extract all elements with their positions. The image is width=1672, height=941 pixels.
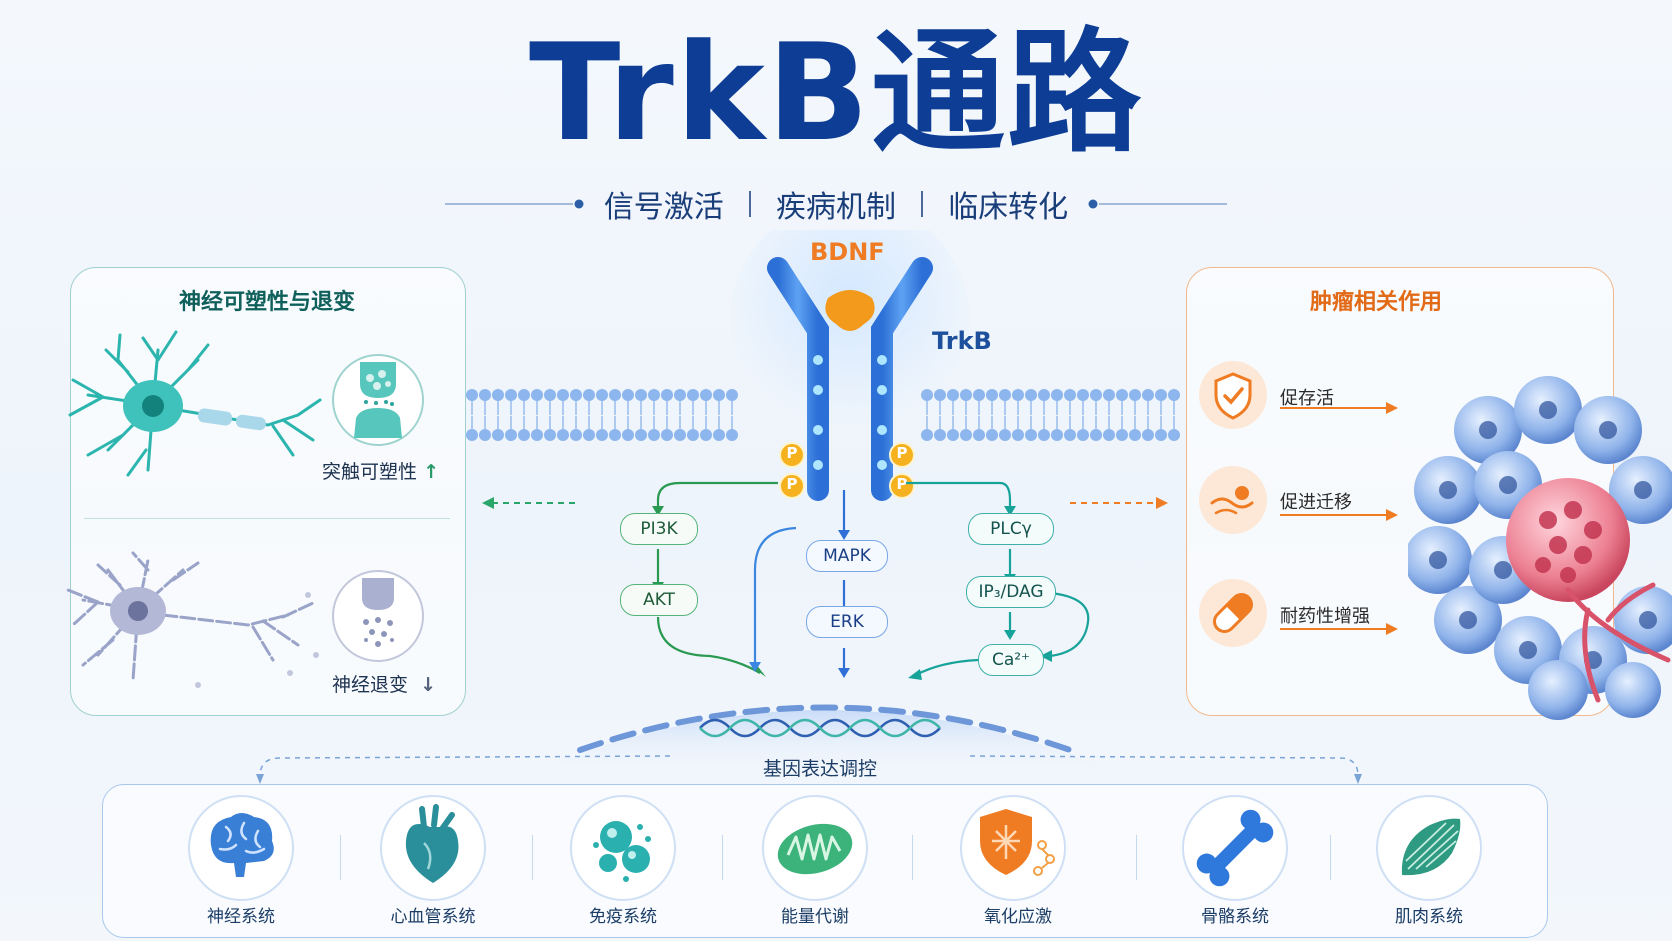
system-label-skeletal: 骨骼系统 [1201, 907, 1269, 927]
left-panel-divider [84, 518, 450, 519]
right-panel-title: 肿瘤相关作用 [1309, 290, 1442, 315]
pro-survival-arrow [1280, 402, 1398, 414]
divider [340, 835, 341, 880]
arrow-up-icon: ↑ [423, 461, 439, 483]
heart-icon [380, 795, 486, 901]
nucleus-icon [540, 704, 1110, 770]
subtitle-left-rule [444, 199, 584, 209]
synaptic-plasticity-label: 突触可塑性 ↑ [322, 457, 439, 484]
subtitle-item: 疾病机制 [776, 190, 896, 225]
synapse-degeneration-icon [332, 570, 424, 662]
arrow-down-icon: ↓ [420, 674, 436, 696]
pathway-node-akt: AKT [620, 584, 698, 616]
subtitle-separator [921, 191, 924, 217]
promote-migration-label: 促进迁移 [1280, 492, 1352, 513]
pill-capsule-icon [1199, 579, 1267, 647]
phosphorylation-sites [779, 442, 915, 499]
bdnf-label: BDNF [810, 238, 885, 266]
system-label-metabolism: 能量代谢 [781, 907, 849, 927]
bone-icon [1182, 795, 1288, 901]
divider [722, 835, 723, 880]
shield-check-icon [1199, 361, 1267, 429]
divider [1330, 835, 1331, 880]
synapse-icon [332, 354, 424, 446]
phospho-p-label: P [896, 444, 908, 462]
phospho-p-label: P [786, 475, 798, 493]
degenerating-neuron-icon [66, 551, 319, 688]
oxidative-shield-icon [960, 795, 1066, 901]
phospho-p-label: P [786, 444, 798, 462]
brain-icon [188, 795, 294, 901]
immune-cells-icon [570, 795, 676, 901]
trkb-label: TrkB [932, 327, 992, 355]
phospho-p-label: P [896, 475, 908, 493]
right-dashed-arrow [1070, 497, 1168, 509]
system-label-cardiovascular: 心血管系统 [390, 907, 476, 927]
left-panel-title: 神经可塑性与退变 [178, 290, 355, 315]
divider [912, 835, 913, 880]
pro-survival-label: 促存活 [1280, 388, 1334, 409]
healthy-neuron-icon [68, 330, 322, 477]
gene-regulation-label: 基因表达调控 [762, 758, 877, 780]
drug-resistance-label: 耐药性增强 [1280, 606, 1370, 627]
subtitle-item: 信号激活 [603, 190, 724, 225]
subtitle-item: 临床转化 [948, 190, 1069, 225]
system-label-muscle: 肌肉系统 [1395, 907, 1463, 927]
system-label-immune: 免疫系统 [589, 907, 657, 927]
pathway-node-ip3-dag: IP₃/DAG [966, 576, 1056, 608]
promote-migration-arrow [1280, 509, 1398, 521]
cell-membrane [466, 389, 1180, 441]
mitochondria-icon [762, 795, 868, 901]
divider [532, 835, 533, 880]
pathway-node-calcium: Ca²⁺ [978, 644, 1044, 676]
pathway-node-pi3k: PI3K [620, 513, 698, 545]
subtitle-row: 信号激活 疾病机制 临床转化 [0, 182, 1672, 225]
tumor-cluster-icon [1408, 376, 1672, 720]
subtitle-separator [748, 191, 751, 217]
pathway-node-mapk: MAPK [806, 540, 888, 572]
synaptic-plasticity-text: 突触可塑性 [322, 461, 418, 483]
neurodegeneration-text: 神经退变 [332, 674, 409, 696]
divider [1136, 835, 1137, 880]
drug-resistance-arrow [1280, 623, 1398, 635]
subtitle-right-rule [1088, 199, 1228, 209]
system-label-nervous: 神经系统 [207, 907, 275, 927]
system-label-oxidative-stress: 氧化应激 [984, 907, 1052, 927]
muscle-icon [1376, 795, 1482, 901]
pathway-node-plcg: PLCγ [968, 513, 1054, 545]
trkb-receptor-icon [730, 230, 970, 501]
migration-icon [1199, 466, 1267, 534]
neurodegeneration-label: 神经退变 ↓ [332, 670, 436, 697]
pathway-node-erk: ERK [806, 606, 888, 638]
left-dashed-arrow [482, 497, 580, 509]
bottom-connector [256, 755, 1362, 784]
page-title: TrkB通路 [528, 15, 1144, 171]
